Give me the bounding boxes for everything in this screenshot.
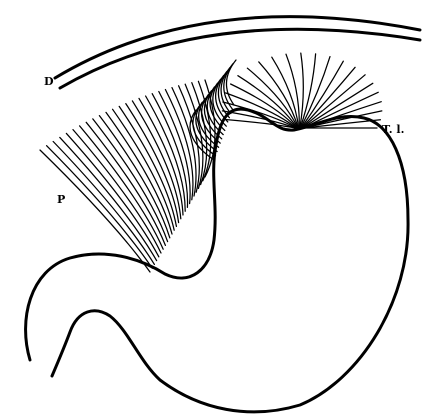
diaphragm-band-outer xyxy=(55,17,420,78)
diaphragm-band-inner xyxy=(60,29,420,88)
muscle-fiber-line xyxy=(226,60,236,105)
muscle-fiber-line xyxy=(53,142,154,265)
muscle-fiber-line xyxy=(139,98,183,215)
stomach-outline xyxy=(26,109,408,412)
muscle-fiber-line xyxy=(93,119,168,242)
muscle-fiber-line xyxy=(73,130,161,253)
label-p: P xyxy=(57,194,65,205)
left-fiber-group xyxy=(40,80,215,272)
label-t-l: T. l. xyxy=(382,124,404,135)
muscle-fiber-line xyxy=(47,146,153,269)
label-d: D xyxy=(44,76,54,87)
muscle-fiber-line xyxy=(300,53,304,128)
